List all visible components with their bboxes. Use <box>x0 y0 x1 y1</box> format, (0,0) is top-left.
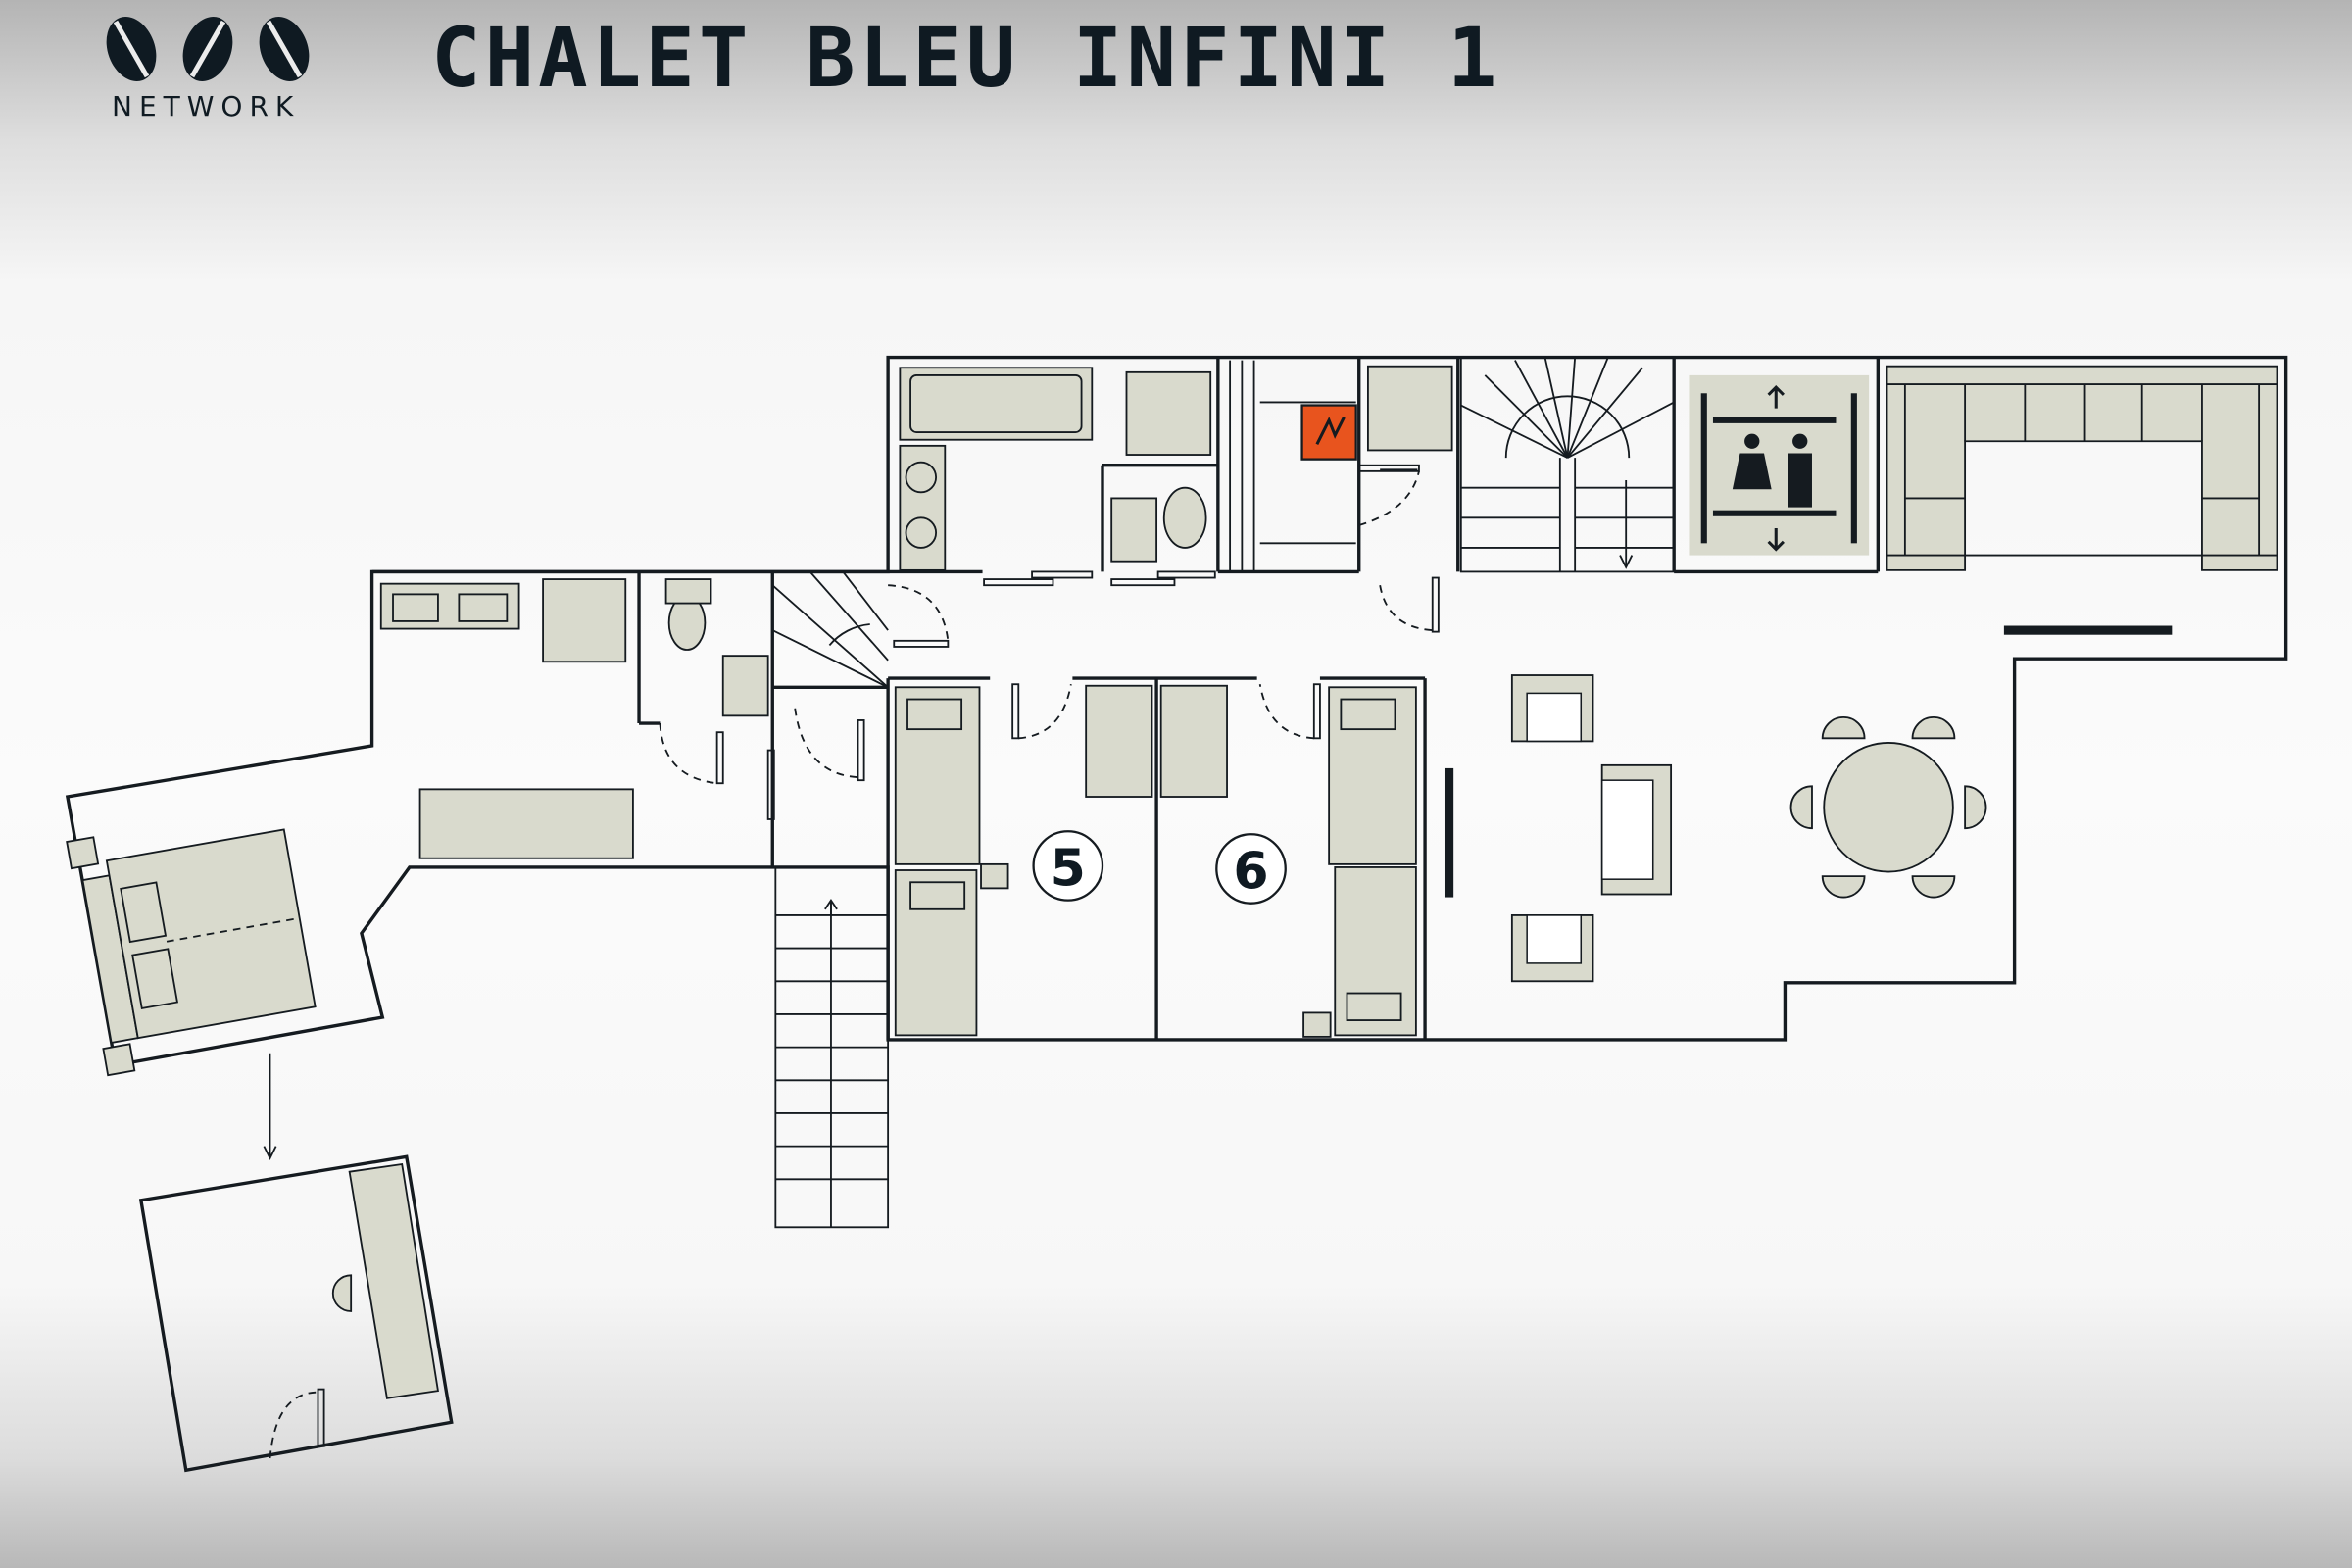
logo-text: NETWORK <box>112 90 301 122</box>
logo-mark <box>106 17 310 81</box>
elevator-icon <box>1689 374 1870 556</box>
page-title: CHALET BLEU INFINI 1 <box>431 10 1501 106</box>
svg-text:6: 6 <box>1233 842 1268 901</box>
electrical-panel-icon <box>1300 404 1357 461</box>
room-5-label: 5 <box>1032 830 1104 902</box>
stairs-icon <box>1459 356 1676 573</box>
building-outline <box>65 355 2288 1067</box>
room-6-label: 6 <box>1215 833 1287 905</box>
arrow-down-icon <box>1619 480 1634 569</box>
svg-text:5: 5 <box>1051 839 1086 898</box>
